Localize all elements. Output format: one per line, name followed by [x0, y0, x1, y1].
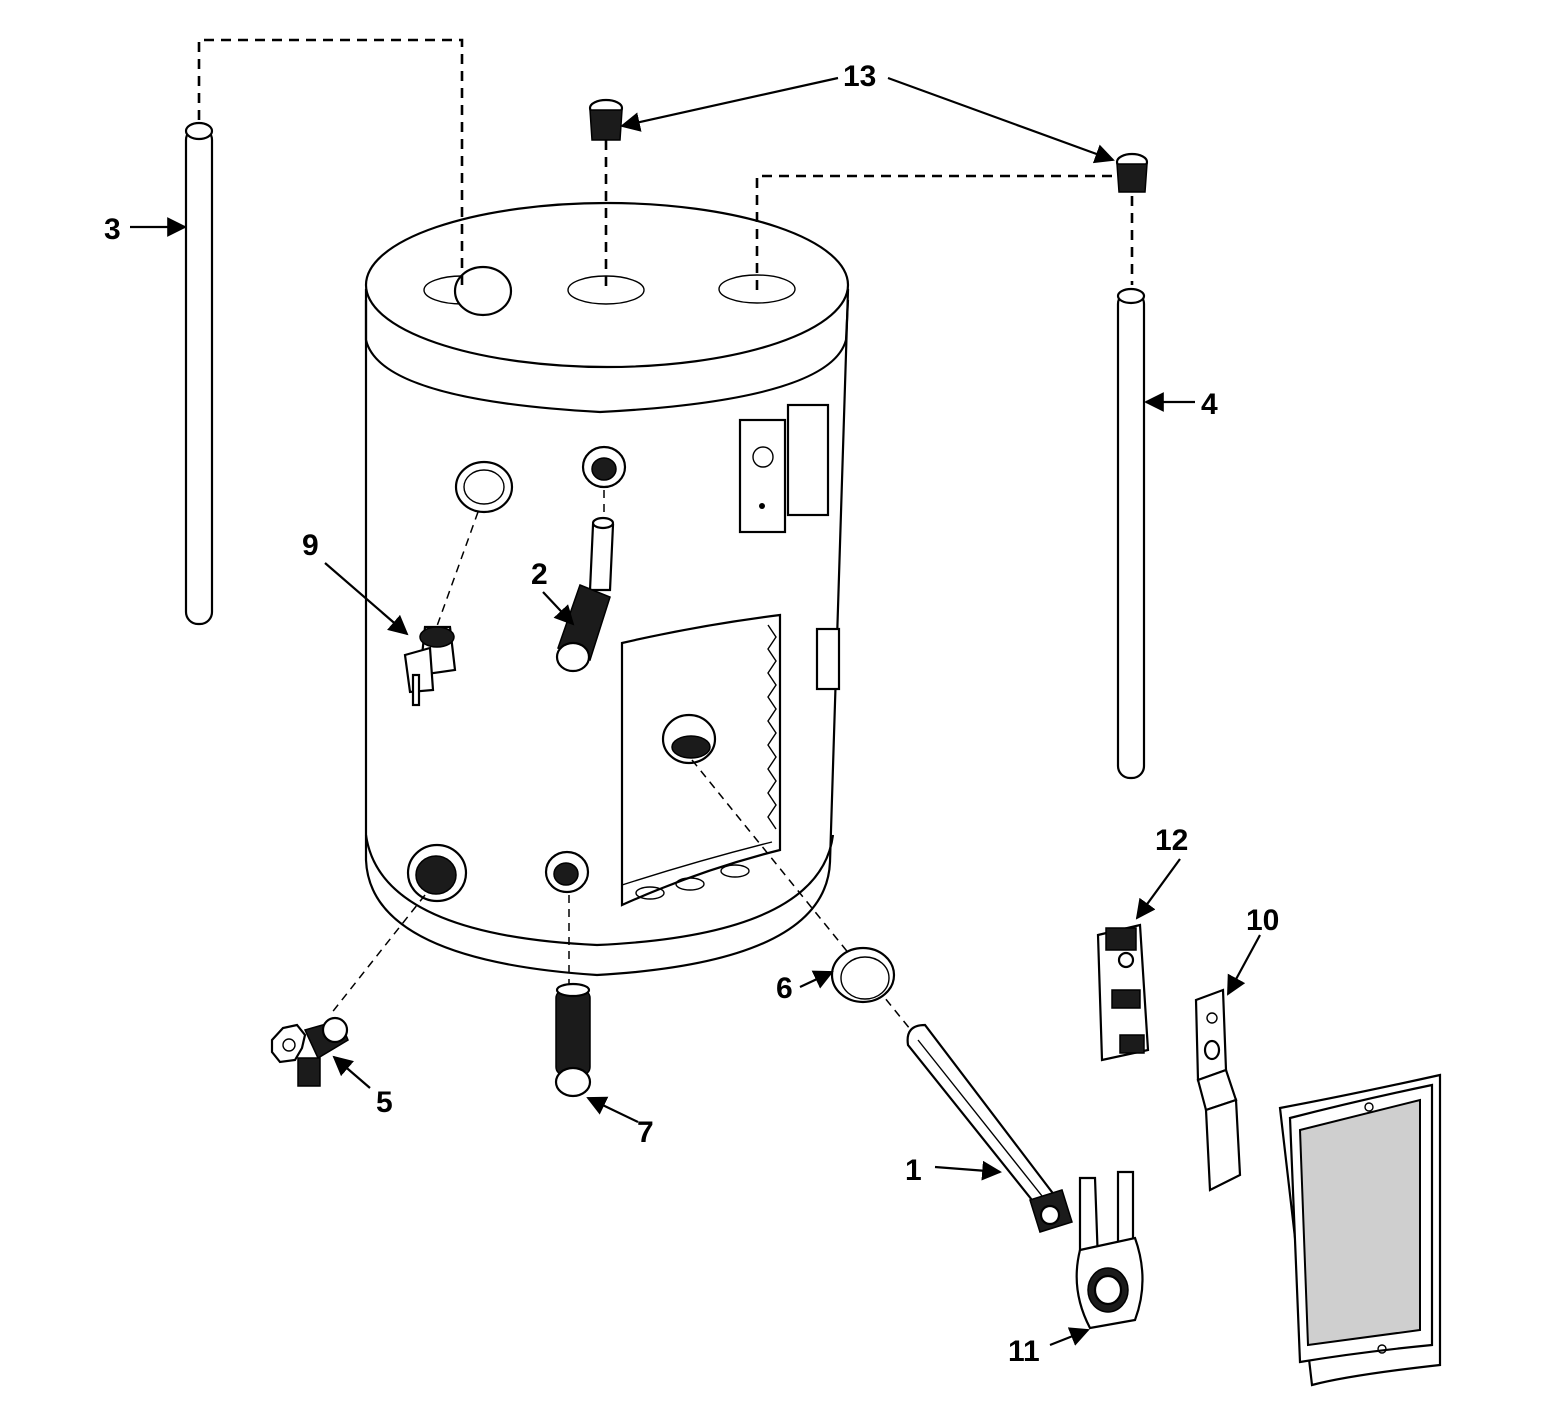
anode-rod-left	[184, 121, 214, 626]
access-cover	[1278, 1073, 1442, 1387]
label-part-13: 13	[843, 60, 876, 93]
label-part-9: 9	[302, 529, 319, 562]
label-part-2: 2	[531, 558, 548, 591]
label-part-10: 10	[1246, 904, 1279, 937]
upper-left-opening	[453, 265, 513, 317]
gasket	[830, 946, 896, 1004]
side-openings	[406, 445, 717, 903]
label-part-3: 3	[104, 213, 121, 246]
element-wrench	[1075, 1170, 1144, 1330]
label-part-11: 11	[1008, 1335, 1040, 1368]
label-part-6: 6	[776, 972, 793, 1005]
relief-valve	[403, 625, 457, 707]
drain-valve	[270, 1016, 349, 1087]
plug-right	[1115, 152, 1149, 193]
thermostat-bracket	[1194, 988, 1242, 1192]
callout-leaders	[130, 76, 1261, 1347]
anode-rod-right	[1116, 287, 1146, 780]
outlet-nipple	[555, 516, 615, 673]
plug-left	[588, 98, 624, 141]
label-part-12: 12	[1155, 824, 1188, 857]
label-part-4: 4	[1201, 388, 1218, 421]
heating-element	[906, 1023, 1073, 1233]
label-part-7: 7	[637, 1116, 654, 1149]
label-part-1: 1	[905, 1154, 922, 1187]
thermostat	[1096, 923, 1150, 1062]
inlet-nipple	[554, 982, 592, 1098]
label-part-5: 5	[376, 1086, 393, 1119]
